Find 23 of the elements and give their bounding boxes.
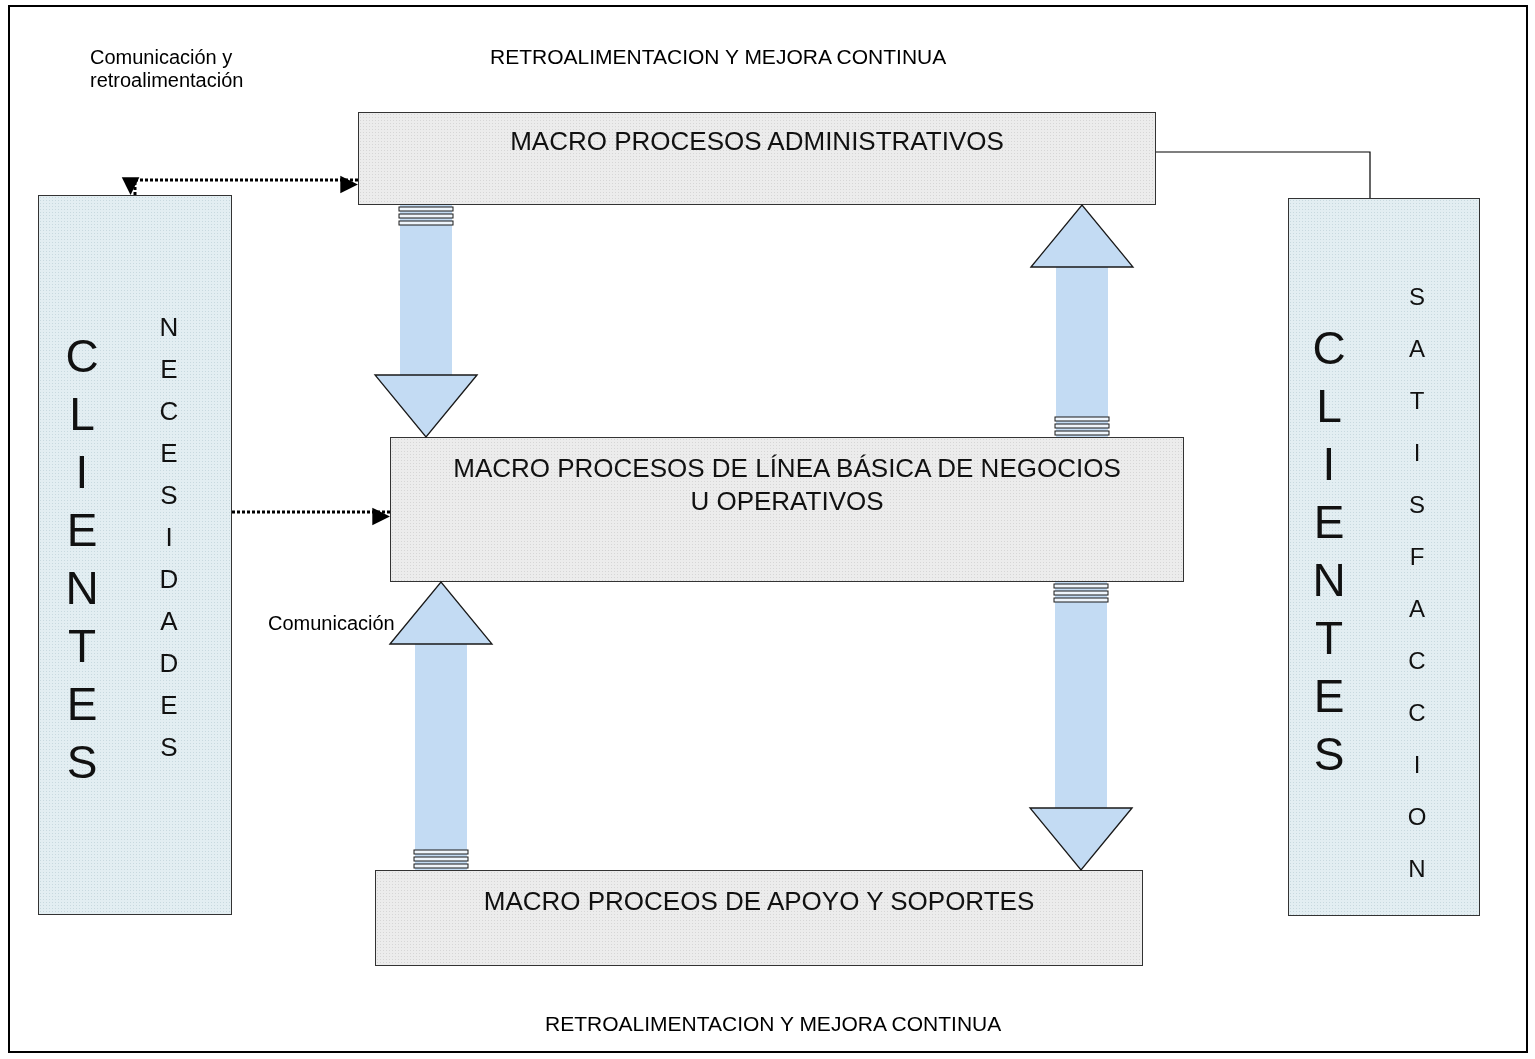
note-text: Comunicación bbox=[268, 612, 395, 635]
process-box bbox=[390, 437, 1184, 582]
dotted-arrow bbox=[121, 175, 358, 195]
vertical-title: CLIENTES bbox=[64, 329, 100, 790]
block-arrow bbox=[389, 581, 493, 870]
block-arrow bbox=[374, 205, 478, 438]
box-text: MACRO PROCESOS DE LÍNEA BÁSICA DE NEGOCIOS U OPERATIVOS bbox=[452, 452, 1122, 517]
client-column-box bbox=[38, 195, 232, 915]
heading-text: RETROALIMENTACION Y MEJORA CONTINUA bbox=[545, 1012, 1002, 1036]
block-arrow bbox=[1030, 204, 1134, 437]
vertical-text: SATISFACCION bbox=[1406, 282, 1428, 884]
block-arrow bbox=[1029, 582, 1133, 871]
client-column-box bbox=[1288, 198, 1480, 916]
process-box bbox=[375, 870, 1143, 966]
connector-line bbox=[1155, 151, 1371, 199]
vertical-text: NECESIDADES bbox=[158, 311, 180, 764]
edge-label: Comunicación y retroalimentación bbox=[90, 46, 245, 92]
vertical-title: CLIENTES bbox=[1311, 321, 1347, 782]
box-text: MACRO PROCEOS DE APOYO Y SOPORTES bbox=[482, 885, 1036, 918]
dotted-arrow bbox=[232, 507, 390, 526]
process-box bbox=[358, 112, 1156, 205]
box-text: MACRO PROCESOS ADMINISTRATIVOS bbox=[509, 125, 1005, 158]
heading-text: RETROALIMENTACION Y MEJORA CONTINUA bbox=[490, 45, 947, 69]
